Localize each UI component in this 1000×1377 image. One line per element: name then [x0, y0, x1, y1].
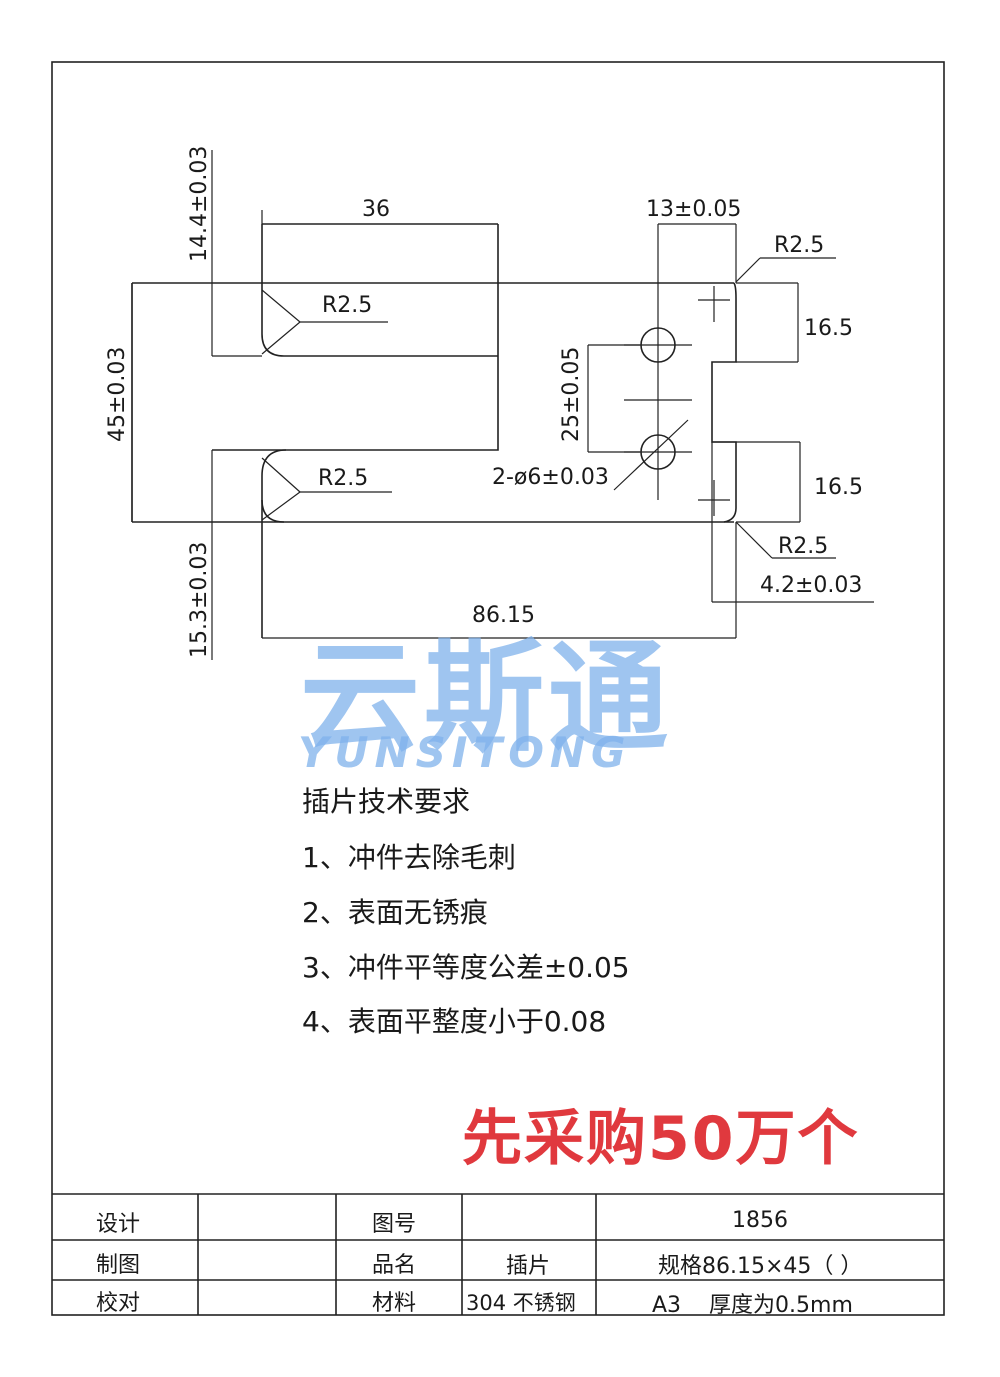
- dim-holes: 2-ø6±0.03: [492, 465, 609, 490]
- requirement-item: 2、表面无锈痕: [302, 896, 488, 929]
- dim-16-5-top: 16.5: [804, 316, 853, 341]
- dim-86-15: 86.15: [472, 603, 535, 628]
- tb-design-label: 设计: [96, 1212, 141, 1237]
- dim-25: 25±0.05: [559, 347, 584, 442]
- tb-drafting-label: 制图: [96, 1253, 141, 1278]
- dim-15-3: 15.3±0.03: [187, 542, 212, 658]
- dim-45: 45±0.03: [105, 347, 130, 442]
- watermark-chinese: 云斯通: [300, 629, 672, 768]
- tb-product-name-value: 插片: [506, 1254, 551, 1279]
- dim-36: 36: [362, 197, 390, 222]
- tb-drawing-no-value: 1856: [732, 1208, 788, 1233]
- requirement-item: 4、表面平整度小于0.08: [302, 1005, 607, 1038]
- part-outline: [131, 223, 737, 638]
- dim-13: 13±0.05: [646, 197, 741, 222]
- sheet-frame: [51, 61, 945, 1316]
- tb-drawing-no-label: 图号: [372, 1212, 417, 1237]
- dim-r-bottom-slot: R2.5: [318, 466, 368, 491]
- dim-16-5-bottom: 16.5: [814, 475, 863, 500]
- dim-4-2: 4.2±0.03: [760, 573, 862, 598]
- tb-spec-value: 规格86.15×45（ ）: [658, 1254, 863, 1279]
- dim-14-4: 14.4±0.03: [187, 146, 212, 262]
- dim-r-bottom-right: R2.5: [778, 534, 828, 559]
- requirement-item: 3、冲件平等度公差±0.05: [302, 951, 630, 984]
- tb-check-label: 校对: [96, 1291, 141, 1316]
- purchase-note: 先采购50万个: [462, 1104, 860, 1174]
- tb-size-thickness-value: A3 厚度为0.5mm: [652, 1293, 853, 1318]
- tb-material-label: 材料: [372, 1291, 417, 1316]
- watermark-english: YUNSITONG: [298, 728, 632, 777]
- holes: [624, 283, 730, 516]
- dimension-lines: [131, 150, 874, 660]
- tb-product-name-label: 品名: [372, 1253, 417, 1278]
- title-block-grid: [52, 1193, 944, 1315]
- requirements-title: 插片技术要求: [302, 785, 471, 818]
- dim-r-top-slot: R2.5: [322, 293, 372, 318]
- tb-material-value: 304 不锈钢: [466, 1291, 576, 1315]
- requirement-item: 1、冲件去除毛刺: [302, 841, 516, 874]
- dim-r-top-right: R2.5: [774, 233, 824, 258]
